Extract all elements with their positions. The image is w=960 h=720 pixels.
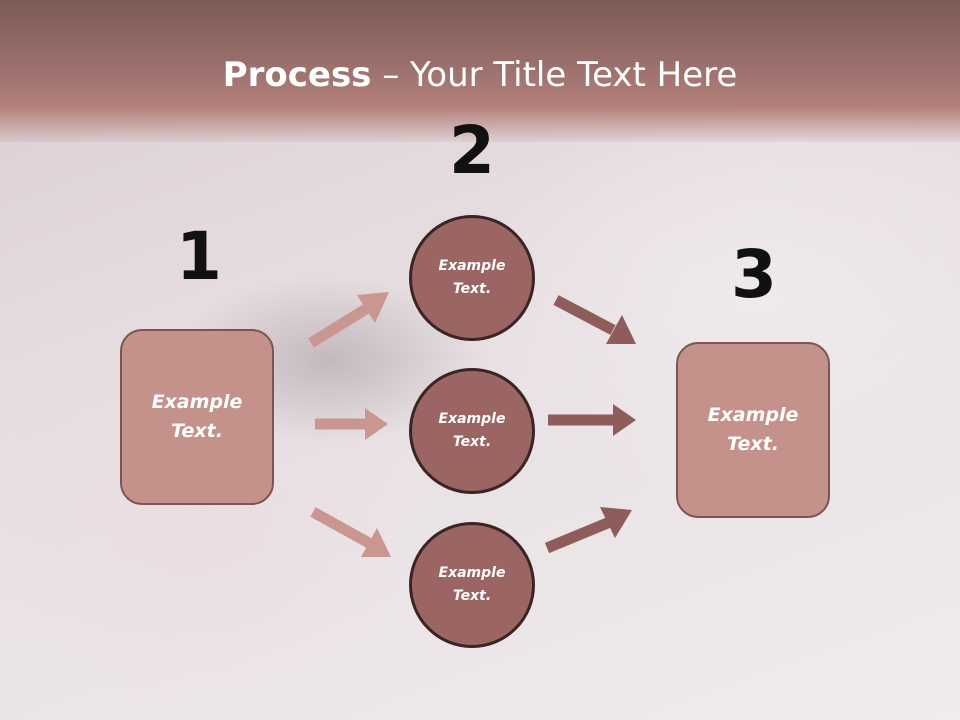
step-2-circle-middle: Example Text. bbox=[409, 368, 535, 494]
circle-middle-text: Example Text. bbox=[438, 411, 506, 450]
arrow-from-bottom-circle bbox=[544, 507, 632, 554]
step-1-box: Example Text. bbox=[120, 329, 274, 505]
step-2-number: 2 bbox=[449, 112, 495, 189]
step-3-number: 3 bbox=[731, 236, 777, 313]
circle-top-text: Example Text. bbox=[438, 258, 506, 297]
step-2-circle-bottom: Example Text. bbox=[409, 522, 535, 648]
arrow-to-middle-circle bbox=[315, 408, 388, 440]
step-3-box: Example Text. bbox=[676, 342, 830, 518]
title-banner bbox=[0, 0, 960, 142]
circle-bottom-text: Example Text. bbox=[438, 565, 506, 604]
step-1-text: Example Text. bbox=[151, 391, 243, 442]
step-1-number: 1 bbox=[176, 218, 222, 295]
title-rest: – Your Title Text Here bbox=[371, 55, 738, 95]
arrow-to-top-circle bbox=[308, 292, 389, 348]
slide-title: Process – Your Title Text Here bbox=[0, 52, 960, 98]
step-3-text: Example Text. bbox=[707, 404, 799, 455]
step-2-circle-top: Example Text. bbox=[409, 215, 535, 341]
arrow-to-bottom-circle bbox=[310, 507, 391, 557]
arrow-from-top-circle bbox=[553, 295, 636, 344]
title-strong: Process bbox=[222, 55, 372, 95]
arrow-from-middle-circle bbox=[548, 404, 636, 436]
